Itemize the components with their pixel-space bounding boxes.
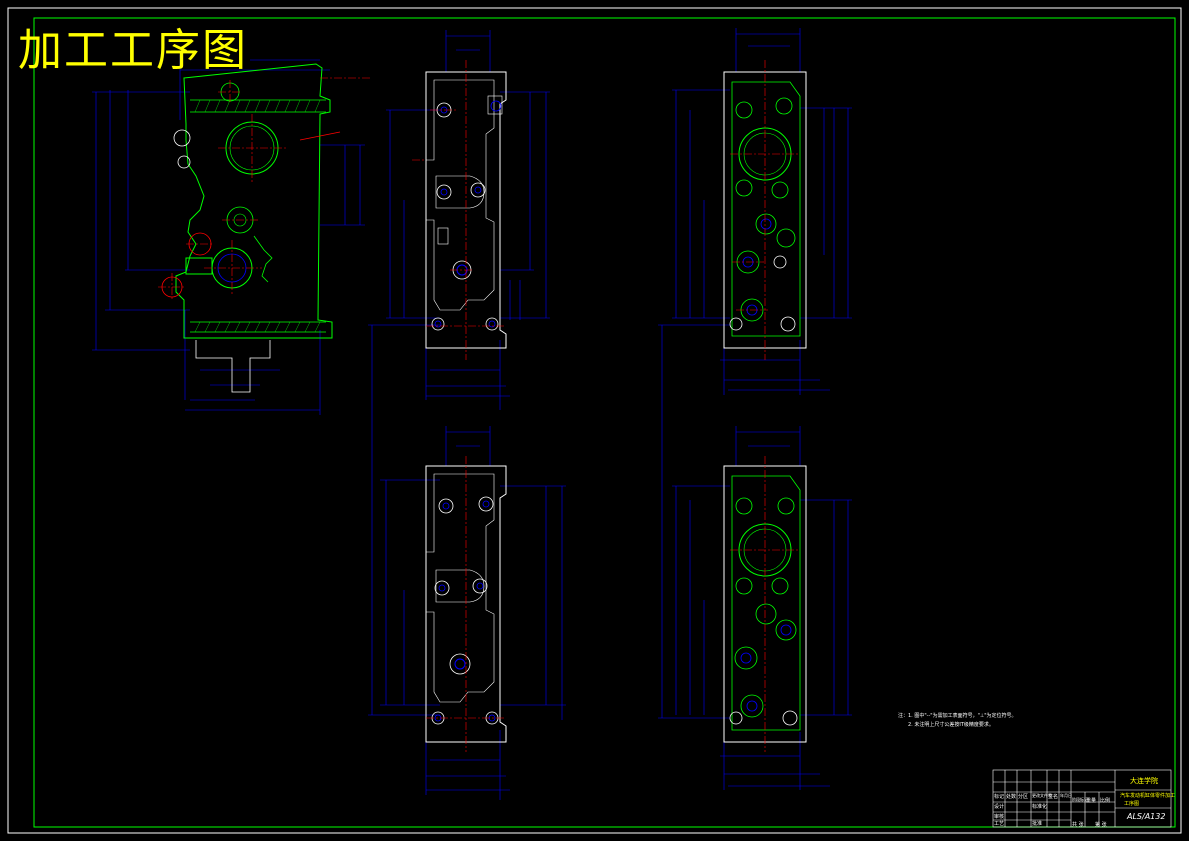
tb-cell: 签名: [1048, 794, 1059, 800]
tb-cell: 审核: [994, 814, 1005, 820]
tb-cell: 工艺: [994, 821, 1005, 827]
front-view-lower: [368, 426, 566, 800]
title-block-school: 大连学院: [1130, 777, 1158, 785]
tb-cell: 批准: [1032, 821, 1043, 827]
note-line-2: 2. 未注明上尺寸公差按IT级精度要求。: [908, 722, 994, 728]
title-block-process: 工序图: [1124, 801, 1140, 807]
tb-cell: 共 张: [1072, 822, 1084, 828]
sheet-title: 加工工序图: [18, 25, 248, 76]
tb-cell: 更改文件号: [1032, 793, 1052, 798]
title-block-frame: [992, 769, 1172, 828]
tb-cell: 阶段标记: [1072, 797, 1088, 802]
sheet-outer-border: [7, 7, 1182, 834]
top-view-lower: [658, 426, 852, 790]
title-block-drawing-number: ALS/A132: [1127, 812, 1166, 821]
side-view: [92, 55, 370, 415]
tb-cell: 标记: [994, 794, 1005, 800]
tb-cell: 分区: [1018, 794, 1029, 800]
tb-cell: 年月日: [1060, 793, 1072, 798]
title-block-part-name: 汽车发动机缸体零件加工: [1120, 793, 1176, 799]
sheet-inner-frame: [33, 17, 1176, 828]
tb-cell: 第 张: [1095, 822, 1107, 828]
front-view-upper: [368, 30, 550, 715]
tb-cell: 重量: [1086, 798, 1097, 804]
technical-notes: 注：1. 图中"--"为需加工表面符号，"⊥"为定位符号。 2. 未注明上尺寸公…: [898, 712, 1017, 730]
tb-cell: 处数: [1006, 794, 1017, 800]
note-line-1: 注：1. 图中"--"为需加工表面符号，"⊥"为定位符号。: [898, 713, 1017, 719]
top-view-upper: [658, 28, 852, 718]
tb-cell: 标准化: [1032, 804, 1048, 810]
tb-cell: 比例: [1100, 798, 1111, 804]
tb-cell: 设计: [994, 804, 1005, 810]
